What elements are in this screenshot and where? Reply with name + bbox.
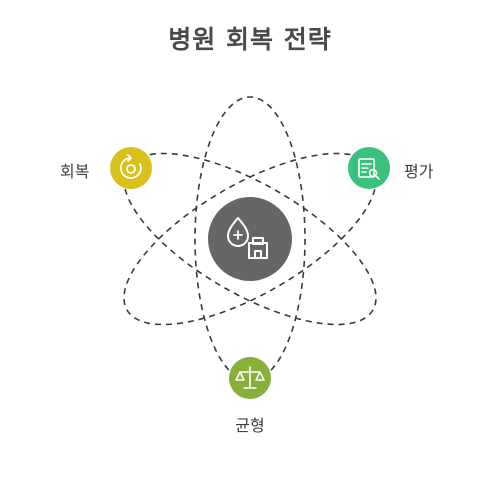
page-title: 병원 회복 전략 <box>168 25 332 54</box>
recovery-label: 회복 <box>60 162 90 181</box>
scale-icon <box>235 366 265 389</box>
center-node <box>208 197 292 281</box>
orbit-vertical <box>194 96 306 382</box>
evaluation-label: 평가 <box>404 162 434 181</box>
hospital-drop-icon <box>227 217 268 259</box>
recovery-cycle-icon <box>119 154 142 179</box>
evaluation-node <box>348 147 390 189</box>
report-search-icon <box>358 158 380 180</box>
balance-label: 균형 <box>235 416 265 435</box>
recovery-node <box>110 147 152 189</box>
